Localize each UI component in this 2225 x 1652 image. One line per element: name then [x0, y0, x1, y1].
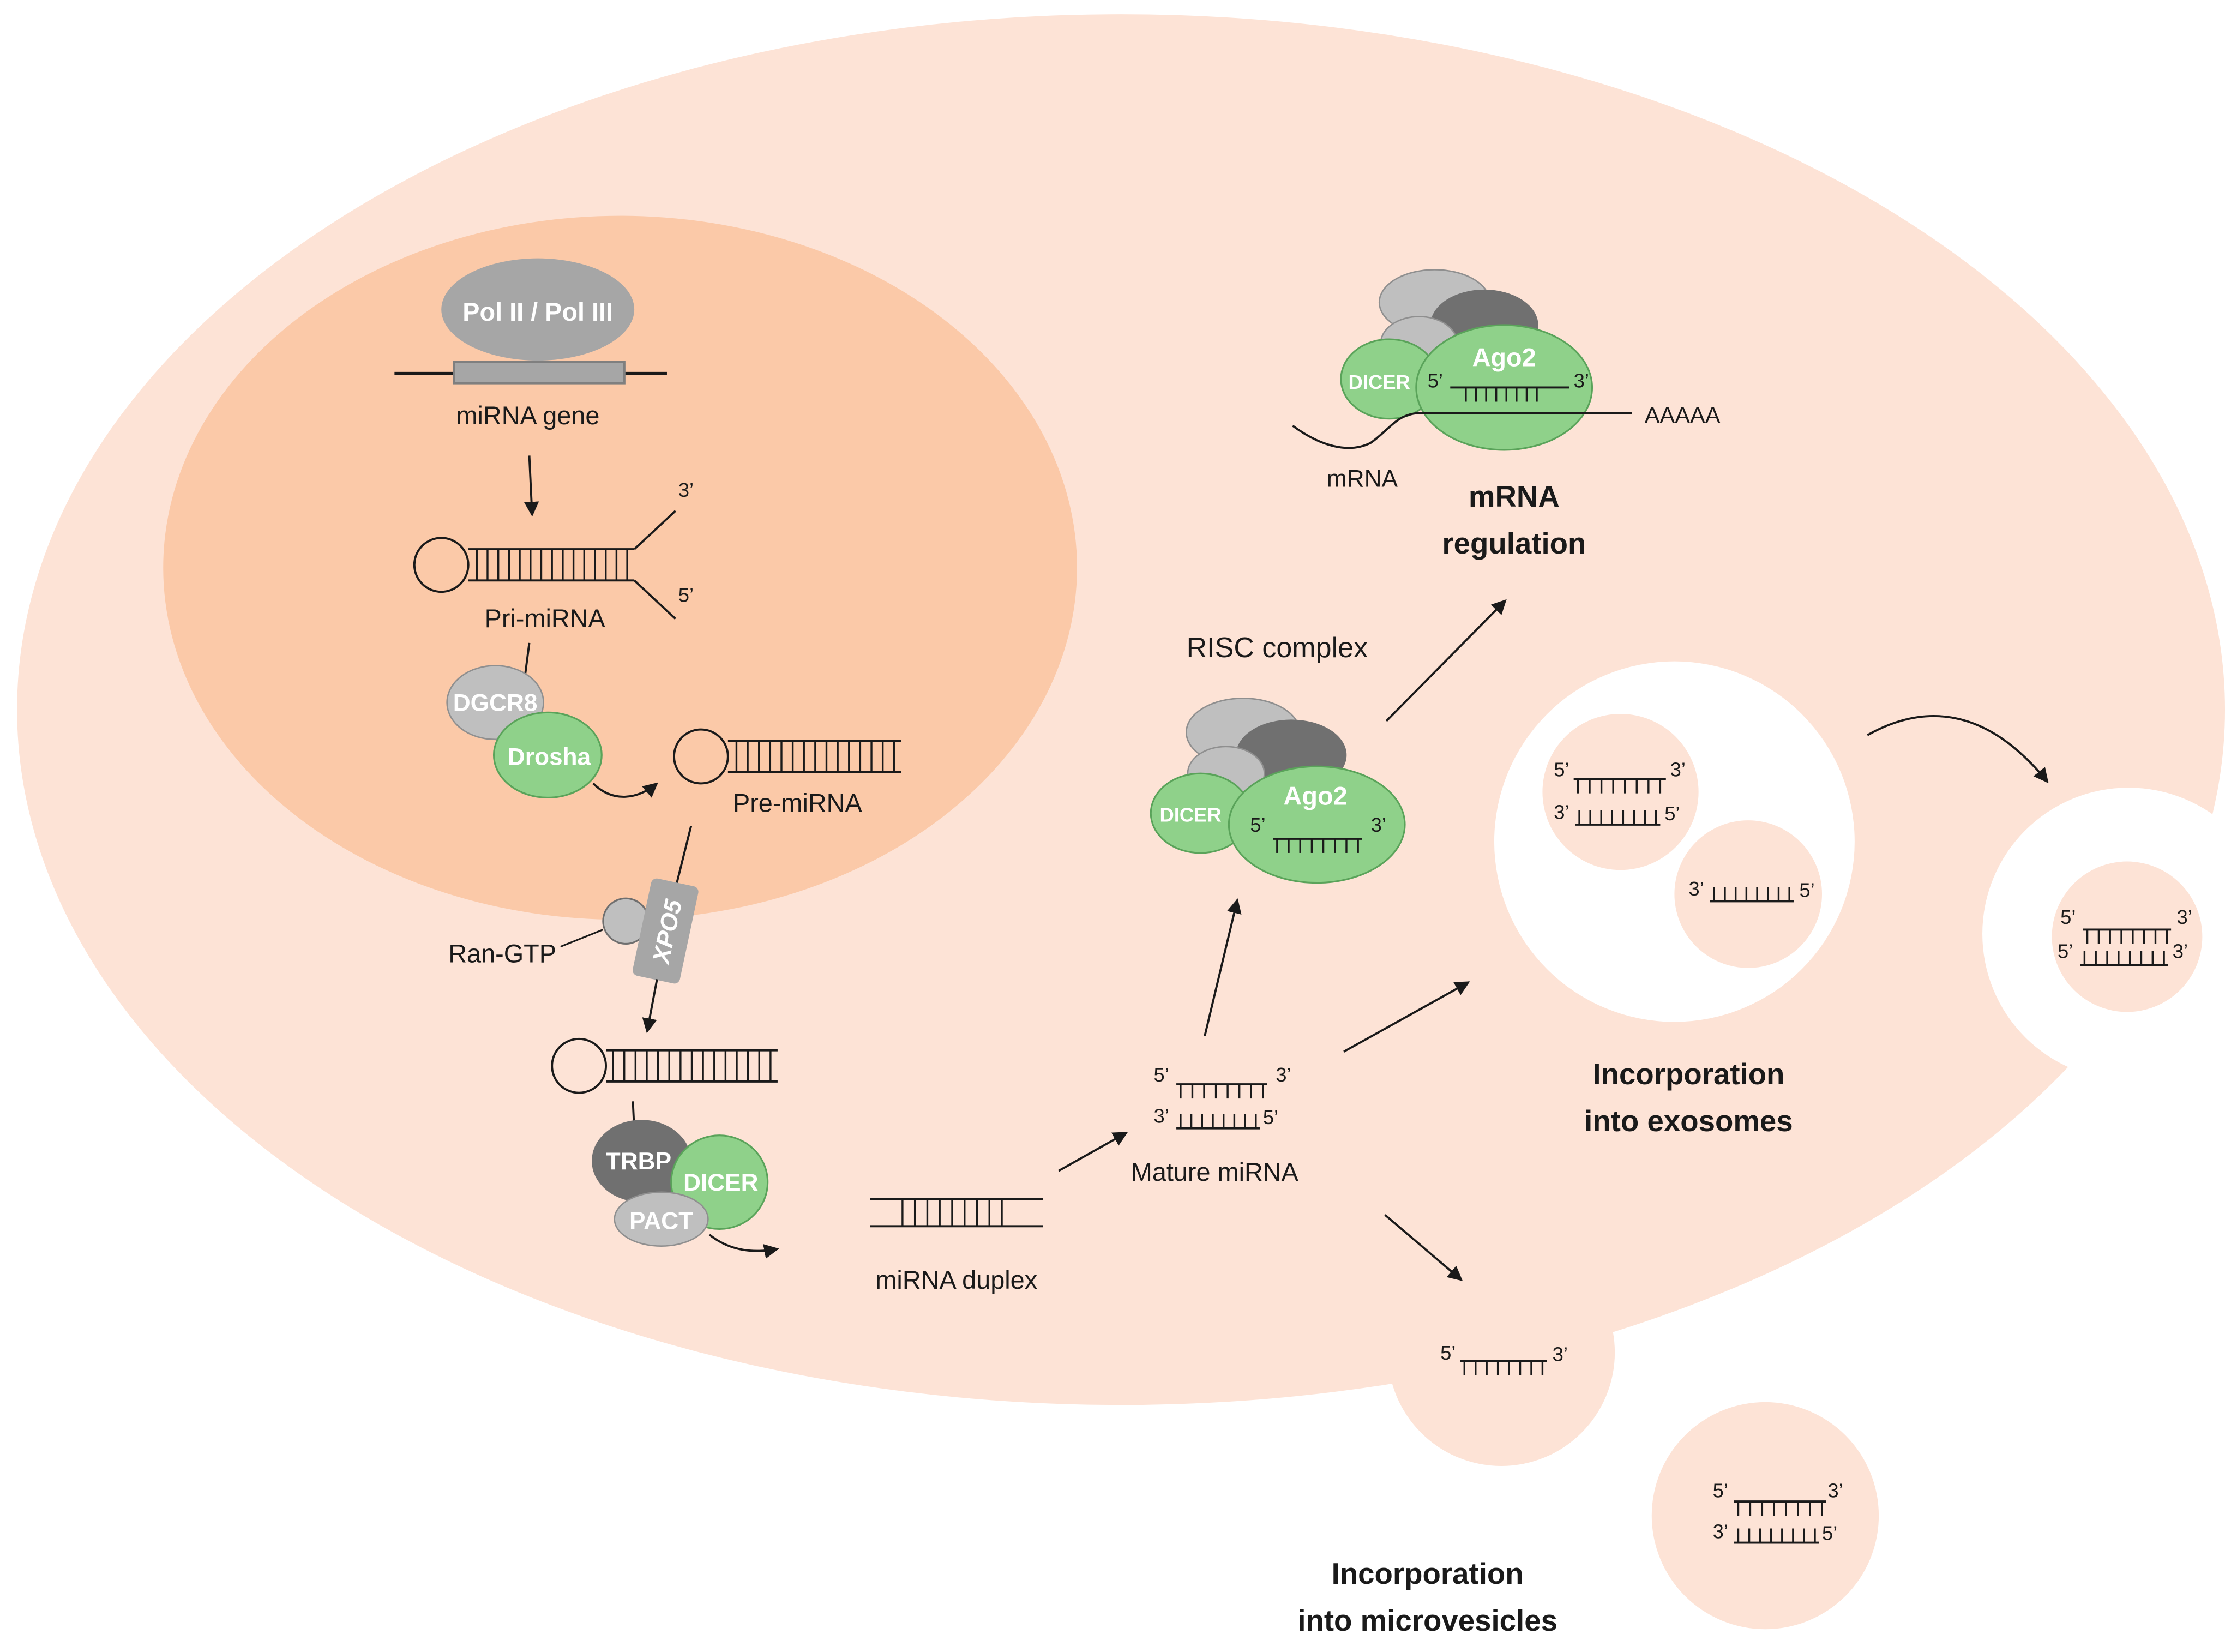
budding-microvesicle	[1387, 1239, 1615, 1467]
nuclear-export: Ran-GTP XPO5	[448, 878, 699, 1034]
budding-microvesicle-cargo: 5’ 3’	[1440, 1342, 1568, 1375]
svg-text:Ago2: Ago2	[1472, 343, 1536, 371]
svg-text:5’: 5’	[2060, 906, 2076, 928]
svg-text:Ago2: Ago2	[1284, 782, 1348, 810]
svg-text:5’: 5’	[1799, 879, 1814, 902]
svg-text:3’: 3’	[1713, 1521, 1728, 1543]
mirna-duplex-label: miRNA duplex	[875, 1266, 1037, 1294]
pol-label: Pol II / Pol III	[462, 298, 613, 326]
pact-label: PACT	[629, 1208, 693, 1234]
risc-ago2	[1228, 765, 1406, 884]
mrna-regulation-complex: DICER Ago2 5’ 3’ AAAAA mRNA mRNA regulat…	[1292, 269, 1721, 560]
trbp	[592, 1120, 691, 1203]
svg-text:5’: 5’	[1822, 1522, 1837, 1544]
svg-text:3’: 3’	[1371, 814, 1386, 836]
dicer-label: DICER	[683, 1169, 759, 1196]
xpo5	[633, 878, 699, 984]
svg-text:3’: 3’	[1688, 878, 1704, 900]
svg-text:3’: 3’	[1554, 801, 1569, 823]
svg-text:3’: 3’	[1574, 369, 1589, 392]
mirna-gene-box	[453, 361, 626, 385]
dicer-complex: TRBP DICER PACT	[592, 1120, 779, 1259]
svg-text:3’: 3’	[2177, 906, 2192, 928]
transcription: Pol II / Pol III miRNA gene	[394, 258, 667, 517]
microprocessor: DGCR8 Drosha	[446, 642, 658, 799]
svg-text:5’: 5’	[1153, 1064, 1169, 1086]
multivesicular-body: 5’ 3’ 3’ 5’ 3’ 5’ Incorporation into exo…	[1494, 661, 1855, 1138]
microvesicles-title-1: Incorporation	[1332, 1557, 1524, 1590]
exosome-2	[1674, 820, 1823, 968]
svg-text:5’: 5’	[1250, 814, 1265, 836]
arrow-release	[1867, 715, 2049, 783]
pre-mirna-label: Pre-miRNA	[733, 789, 863, 817]
mature-strand-bottom: 3’ 5’	[1153, 1104, 1278, 1130]
risc-complex: RISC complex DICER Ago2 5’ 3’	[1150, 599, 1507, 884]
pri-mirna-hairpin: 3’ 5’ Pri-miRNA	[413, 479, 694, 633]
mrna-regulation-title-2: regulation	[1442, 527, 1586, 560]
svg-text:5’: 5’	[2058, 940, 2073, 962]
exosomes-title-1: Incorporation	[1592, 1058, 1784, 1091]
risc-complex-label: RISC complex	[1187, 632, 1368, 664]
mrna-regulation-title-1: mRNA	[1469, 480, 1560, 513]
trbp-label: TRBP	[606, 1148, 671, 1175]
svg-text:5’: 5’	[1664, 802, 1680, 825]
svg-text:DICER: DICER	[1349, 371, 1410, 393]
exosomes-title-2: into exosomes	[1584, 1104, 1793, 1138]
released-exosome: 5’ 3’ 5’ 3’	[2052, 861, 2203, 1012]
svg-text:5’: 5’	[1263, 1106, 1278, 1128]
svg-text:3’: 3’	[1153, 1104, 1169, 1127]
aaaaa-label: AAAAA	[1645, 403, 1721, 428]
svg-text:3’: 3’	[1276, 1064, 1291, 1086]
arrow-to-microvesicle	[1384, 1214, 1463, 1281]
pre-mirna-hairpin: Pre-miRNA	[673, 728, 901, 884]
svg-text:5’: 5’	[1713, 1479, 1728, 1501]
released-microvesicle: 5’ 3’ 3’ 5’	[1651, 1402, 1879, 1630]
arrow-to-risc	[1204, 898, 1242, 1037]
svg-text:3’: 3’	[1553, 1343, 1568, 1365]
pri-mirna-label: Pri-miRNA	[485, 604, 606, 633]
exosome-1	[1542, 713, 1699, 870]
mirna-gene-label: miRNA gene	[456, 401, 600, 430]
mirna-duplex: miRNA duplex	[870, 1131, 1128, 1294]
svg-text:5’: 5’	[1428, 369, 1443, 392]
ran-gtp-label: Ran-GTP	[448, 939, 556, 968]
pri-5prime: 5’	[678, 584, 694, 606]
mature-mirna-label: Mature miRNA	[1131, 1158, 1299, 1186]
pri-3prime: 3’	[678, 479, 694, 501]
drosha-label: Drosha	[508, 744, 591, 771]
arrow-to-exosome	[1343, 981, 1470, 1053]
svg-text:3’: 3’	[1827, 1479, 1843, 1501]
polymerase	[441, 258, 635, 361]
dgcr8-label: DGCR8	[453, 690, 538, 717]
pact	[614, 1191, 709, 1247]
svg-text:DICER: DICER	[1159, 804, 1221, 826]
mature-mirna: 5’ 3’ 3’ 5’ Mature miRNA	[1131, 1064, 1299, 1186]
mature-strand-top: 5’ 3’	[1153, 1064, 1291, 1099]
svg-text:3’: 3’	[1670, 758, 1686, 780]
mrna-label: mRNA	[1327, 466, 1398, 492]
drosha	[492, 711, 603, 799]
cytoplasmic-pre-mirna	[551, 1037, 778, 1132]
svg-text:5’: 5’	[1440, 1342, 1456, 1364]
mrna-strand	[1292, 412, 1632, 449]
microvesicles-title-2: into microvesicles	[1297, 1604, 1557, 1637]
svg-text:5’: 5’	[1554, 758, 1569, 780]
svg-text:3’: 3’	[2173, 940, 2188, 962]
